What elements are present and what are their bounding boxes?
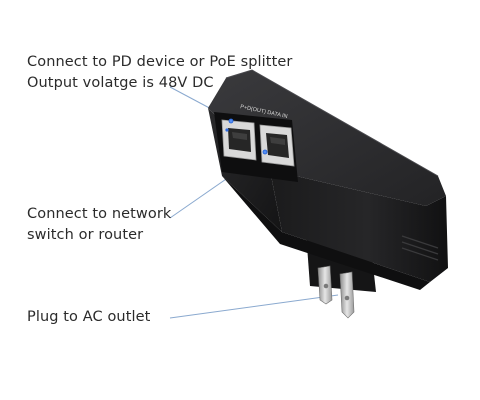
led-indicator-icon bbox=[225, 128, 229, 132]
led-indicator-icon bbox=[262, 149, 268, 155]
led-indicator-icon bbox=[228, 118, 234, 124]
callout-ac-outlet: Plug to AC outlet bbox=[27, 307, 150, 328]
callout-network-switch: Connect to network switch or router bbox=[27, 204, 171, 246]
port-panel bbox=[214, 112, 298, 182]
rj45-port-output bbox=[221, 119, 257, 161]
callout-ac-line1: Plug to AC outlet bbox=[27, 309, 151, 325]
rj45-port-data-in bbox=[259, 124, 295, 167]
injector-body bbox=[208, 69, 448, 290]
plug-prongs bbox=[317, 265, 355, 319]
callout-pd-line1: Connect to PD device or PoE splitter bbox=[27, 54, 293, 70]
callout-network-line1: Connect to network bbox=[27, 206, 172, 222]
pointer-line-ac bbox=[169, 294, 339, 319]
callout-network-line2: switch or router bbox=[27, 227, 144, 243]
callout-pd-line2: Output volatge is 48V DC bbox=[27, 75, 214, 91]
callout-pd-device: Connect to PD device or PoE splitter Out… bbox=[27, 52, 292, 94]
